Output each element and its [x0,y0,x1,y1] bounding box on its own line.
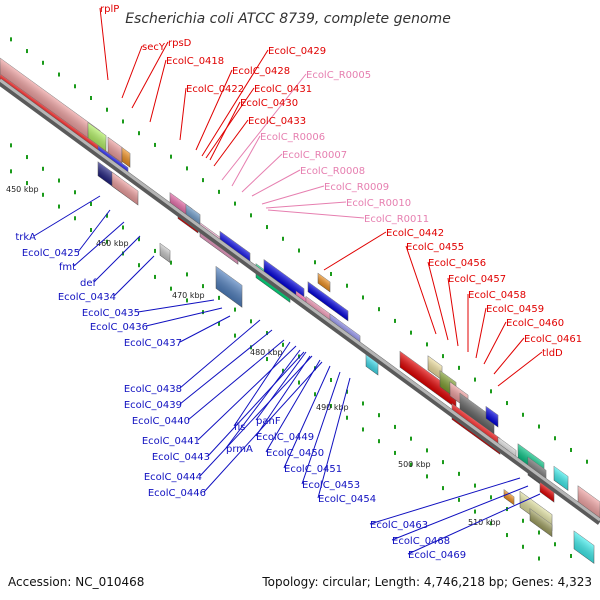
feature-label: EcolC_R0006 [260,132,325,143]
feature-label: EcolC_0418 [166,56,224,67]
tick-label: 510 kbp [468,518,501,527]
feature-label: EcolC_0457 [448,274,506,285]
feature-label: EcolC_0439 [124,400,182,411]
feature-label: EcolC_0443 [152,452,210,463]
feature-label: EcolC_0429 [268,46,326,57]
feature-label: EcolC_0451 [284,464,342,475]
feature-label: EcolC_R0007 [282,150,347,161]
topology-text: Topology: circular; Length: 4,746,218 bp… [261,575,592,589]
tick-label: 450 kbp [6,185,39,194]
feature-label: fis [234,422,246,433]
feature-label: EcolC_0446 [148,488,206,499]
feature-label: EcolC_R0011 [364,214,429,225]
feature-label: EcolC_0461 [524,334,582,345]
tick-label: 490 kbp [316,403,349,412]
feature-label: prmA [226,444,253,455]
feature-label: rplP [100,4,119,15]
feature-label: rpsD [168,38,192,49]
feature-label: fmt [59,262,76,273]
feature-label: EcolC_0436 [90,322,148,333]
feature-label: EcolC_0459 [486,304,544,315]
feature-label: EcolC_0441 [142,436,200,447]
kbp-ticks: 450 kbp 460 kbp 470 kbp 480 kbp 490 kbp 500 k… [6,185,501,527]
feature-label: EcolC_0437 [124,338,182,349]
feature-label: EcolC_0463 [370,520,428,531]
feature-label: EcolC_0428 [232,66,290,77]
genome-backbone [0,78,600,525]
feature-label: EcolC_0469 [408,550,466,561]
accession-text: Accession: NC_010468 [8,575,144,589]
feature-label: EcolC_0433 [248,116,306,127]
feature-label: EcolC_0422 [186,84,244,95]
feature-label: EcolC_R0005 [306,70,371,81]
feature-label: EcolC_0455 [406,242,464,253]
feature-label: EcolC_0454 [318,494,376,505]
feature-label: EcolC_0442 [386,228,444,239]
feature-label: EcolC_0460 [506,318,564,329]
feature-label: EcolC_0449 [256,432,314,443]
feature-label: EcolC_0450 [266,448,324,459]
feature-label: EcolC_0453 [302,480,360,491]
feature-label: EcolC_0468 [392,536,450,547]
feature-label: EcolC_0431 [254,84,312,95]
feature-label: EcolC_R0008 [300,166,365,177]
feature-label: EcolC_0425 [22,248,80,259]
feature-label: EcolC_0438 [124,384,182,395]
tick-label: 480 kbp [250,348,283,357]
feature-label: EcolC_0444 [144,472,202,483]
feature-label: EcolC_0440 [132,416,190,427]
feature-label: EcolC_0434 [58,292,116,303]
feature-label: EcolC_0430 [240,98,298,109]
tick-label: 470 kbp [172,291,205,300]
feature-label: EcolC_0435 [82,308,140,319]
tick-label: 460 kbp [96,239,129,248]
feature-label: EcolC_0458 [468,290,526,301]
feature-label: tldD [542,348,563,359]
label-leaders [33,7,543,555]
feature-label: def [80,278,97,289]
map-title: Escherichia coli ATCC 8739, complete gen… [125,11,451,27]
feature-label: EcolC_R0009 [324,182,389,193]
tick-label: 500 kbp [398,460,431,469]
feature-label: secY [142,42,166,53]
feature-label: EcolC_0456 [428,258,486,269]
feature-label: EcolC_R0010 [346,198,411,209]
feature-label: panF [256,416,281,427]
feature-label: trkA [15,232,36,243]
